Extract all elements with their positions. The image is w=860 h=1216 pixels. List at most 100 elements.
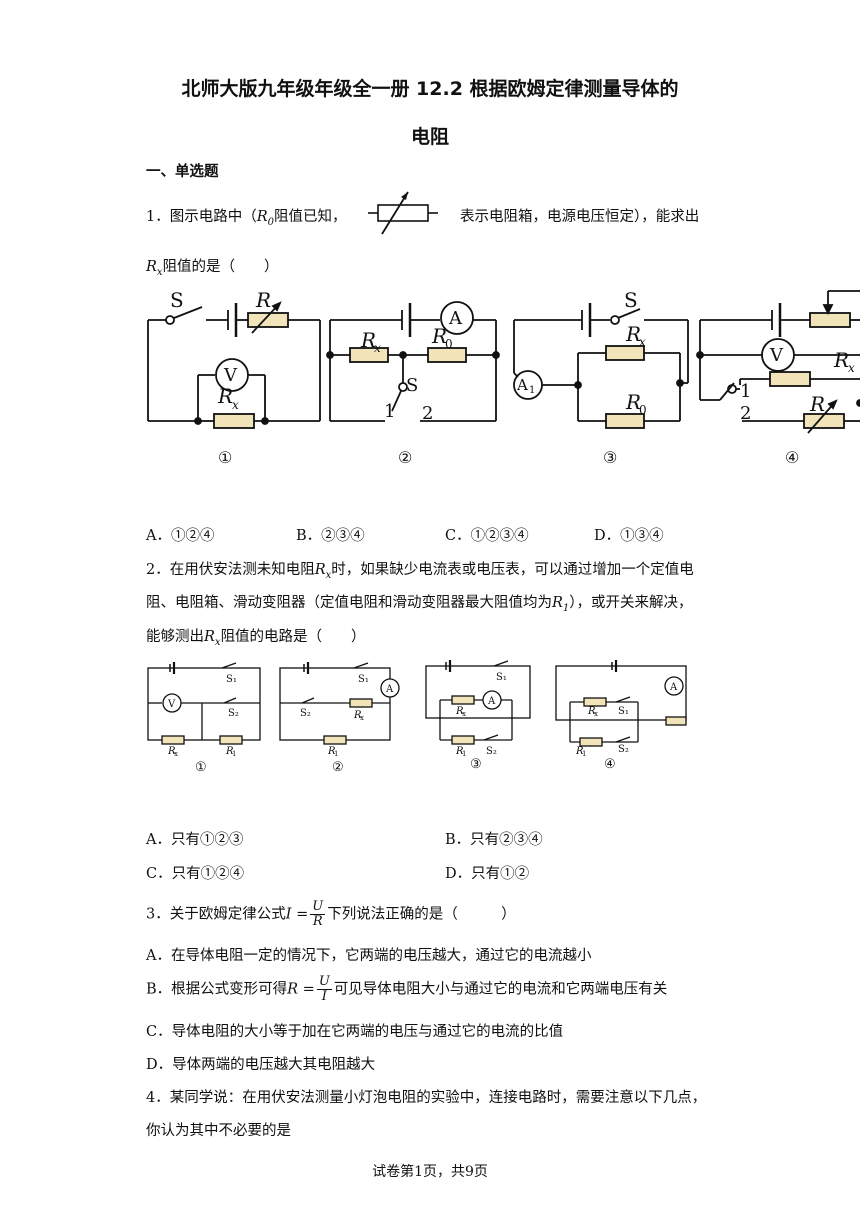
svg-text:S₁: S₁ [618, 706, 629, 717]
q2-line1-b: 时，如果缺少电流表或电压表，可以通过增加一个定值电 [331, 562, 694, 578]
q2-line2-b: ），或开关来解决， [569, 595, 693, 611]
svg-text:R: R [327, 746, 336, 757]
svg-text:A: A [487, 696, 496, 707]
svg-text:S₂: S₂ [228, 708, 239, 719]
svg-text:1: 1 [582, 750, 586, 758]
q2-circuit-label-2: ② [332, 760, 344, 775]
q1-circuit-4 [696, 290, 860, 434]
q2-line2-r: R [552, 595, 563, 611]
svg-text:R: R [225, 746, 234, 757]
q1-text-a: 1．图示电路中（ [146, 209, 257, 225]
q1-option-d[interactable]: D．①③④ [594, 528, 664, 544]
q1-circuit-label-3: ③ [603, 448, 618, 467]
svg-text:S₁: S₁ [358, 674, 369, 685]
q3-stem-b: 下列说法正确的是（ ） [327, 906, 516, 923]
q3-option-a[interactable]: A．在导体电阻一定的情况下，它两端的电压越大，通过它的电流越小 [146, 948, 592, 964]
svg-text:S: S [170, 288, 184, 312]
svg-text:0: 0 [445, 337, 453, 351]
q2-line3-a: 能够测出 [146, 629, 204, 645]
page-title-line2: 电阻 [410, 126, 449, 148]
svg-text:V: V [167, 699, 176, 710]
q2-circuit-label-4: ④ [604, 757, 616, 772]
q2-circuit-label-1: ① [195, 760, 207, 775]
section-heading: 一、单选题 [146, 164, 219, 180]
q2-option-b[interactable]: B．只有②③④ [445, 832, 543, 848]
svg-text:1: 1 [334, 750, 338, 758]
svg-text:2: 2 [422, 403, 433, 424]
q3-opt-b-a: B．根据公式变形可得 [146, 981, 288, 998]
svg-text:A: A [669, 682, 678, 693]
svg-text:x: x [848, 361, 855, 375]
svg-text:x: x [639, 335, 646, 349]
q3-opt-b-lhs: R = [287, 981, 315, 998]
q2-line1-a: 2．在用伏安法测未知电阻 [146, 562, 315, 578]
svg-text:S: S [406, 375, 418, 396]
svg-text:2: 2 [740, 403, 751, 424]
q1-circuit-label-4: ④ [785, 448, 800, 467]
q1-option-b[interactable]: B．②③④ [296, 528, 365, 544]
svg-text:A: A [516, 376, 528, 394]
q3-option-c[interactable]: C．导体电阻的大小等于加在它两端的电压与通过它的电流的比值 [146, 1024, 564, 1040]
svg-text:A: A [448, 308, 463, 329]
svg-text:R: R [431, 324, 447, 348]
q1-option-c[interactable]: C．①②③④ [445, 528, 529, 544]
svg-text:R: R [575, 746, 584, 757]
svg-text:1: 1 [232, 750, 236, 758]
q3-opt-b-num: U [316, 974, 332, 990]
svg-text:S₁: S₁ [226, 674, 237, 685]
q1-stem-line2: Rx阻值的是（ ） [146, 255, 279, 278]
q3-option-d[interactable]: D．导体两端的电压越大其电阻越大 [146, 1057, 376, 1073]
q1-circuits-figure: S R V Rx Rx R0 A S 1 2 S Rx R0 A1 V Rx R… [147, 288, 860, 434]
q3-formula-lhs: I = [285, 906, 309, 923]
q1-text-b: 阻值已知， [274, 209, 347, 225]
q2-line1-sub: x [325, 569, 332, 581]
q2-stem-line3: 能够测出Rx阻值的电路是（ ） [146, 625, 366, 648]
q1-option-a[interactable]: A．①②④ [146, 528, 215, 544]
q2-option-d[interactable]: D．只有①② [445, 866, 530, 882]
q1-stem-line1-cont: 表示电阻箱，电源电压恒定），能求出 [460, 209, 700, 225]
q1-circuit-label-2: ② [398, 448, 413, 467]
q1-r0: R [256, 209, 268, 225]
q2-circuit-4 [555, 660, 687, 747]
q1-rx: R [146, 259, 157, 275]
q1-circuit-1 [147, 301, 321, 429]
svg-text:R: R [833, 348, 849, 372]
svg-text:x: x [174, 750, 178, 758]
svg-text:R: R [255, 288, 271, 312]
svg-text:R: R [625, 390, 641, 414]
svg-text:0: 0 [639, 403, 647, 417]
svg-text:R: R [625, 322, 641, 346]
q1-circuit-3 [513, 303, 689, 429]
q2-circuit-2 [279, 662, 400, 745]
q3-formula-num: U [310, 899, 326, 915]
svg-text:R: R [360, 328, 376, 352]
svg-text:R: R [809, 392, 825, 416]
q2-option-c[interactable]: C．只有①②④ [146, 866, 245, 882]
svg-text:1: 1 [462, 750, 466, 758]
q2-option-a[interactable]: A．只有①②③ [146, 832, 244, 848]
q2-circuit-1 [147, 662, 261, 745]
svg-text:R: R [455, 746, 464, 757]
q3-formula-den: R [312, 914, 323, 929]
q1-r0-sub: 0 [267, 216, 275, 228]
svg-text:S₂: S₂ [486, 746, 497, 757]
svg-text:A: A [385, 684, 394, 695]
svg-text:S₂: S₂ [300, 708, 311, 719]
svg-text:V: V [769, 345, 784, 366]
q2-stem-line1: 2．在用伏安法测未知电阻Rx时，如果缺少电流表或电压表，可以通过增加一个定值电 [146, 558, 694, 581]
q3-opt-b-den: I [321, 989, 327, 1004]
svg-text:x: x [360, 714, 364, 722]
q2-line1-r: R [314, 562, 326, 578]
q1-stem-line1: 1．图示电路中（R0阻值已知， [146, 205, 347, 228]
svg-text:x: x [462, 710, 466, 718]
q1-circuit-label-1: ① [218, 448, 233, 467]
svg-text:R: R [217, 384, 233, 408]
svg-text:1: 1 [384, 401, 395, 422]
svg-text:R: R [167, 746, 176, 757]
q2-line2-sub: 1 [562, 602, 570, 614]
